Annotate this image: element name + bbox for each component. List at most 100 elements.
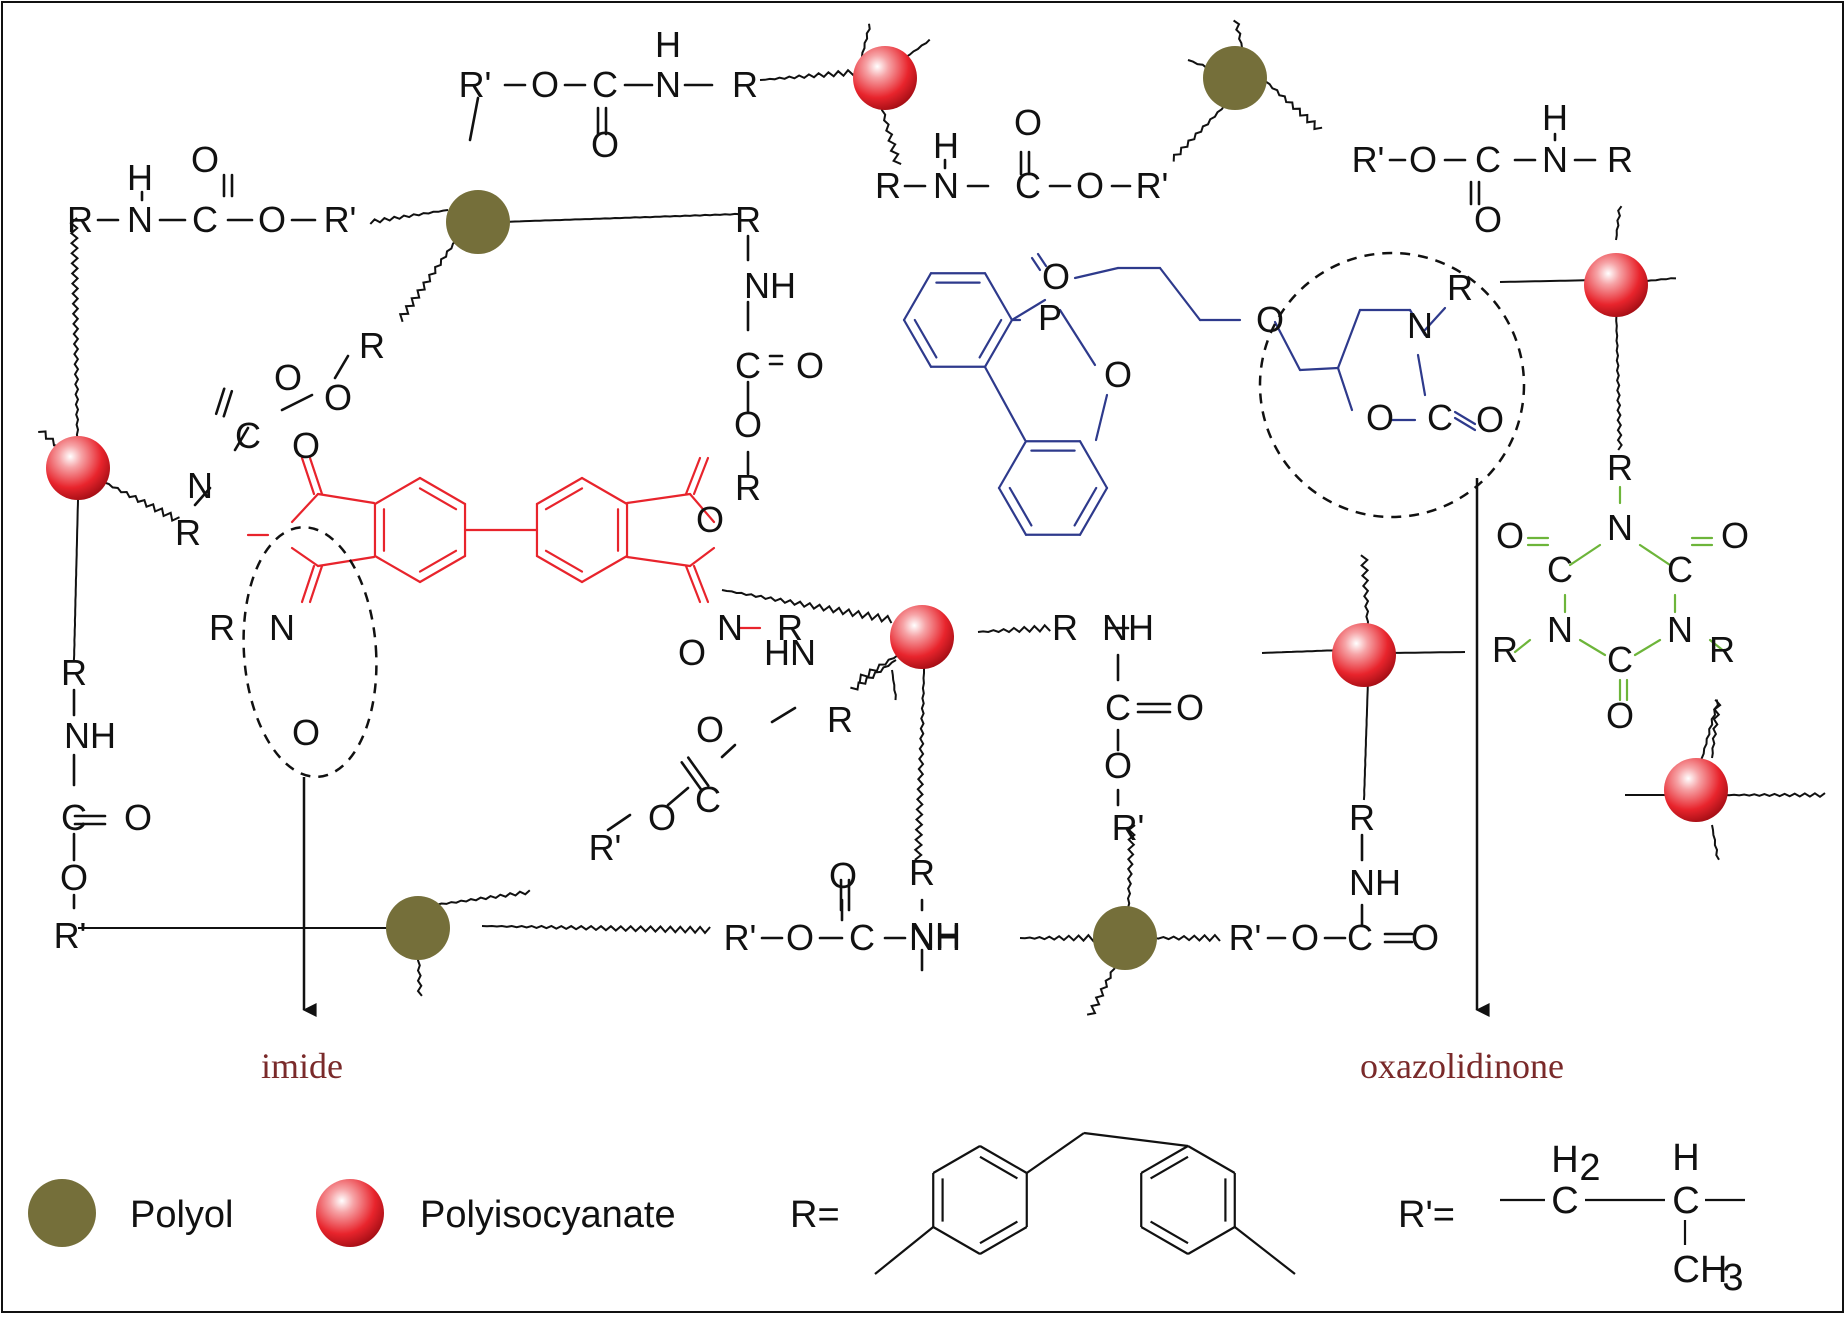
legend-bond xyxy=(932,1226,981,1255)
legend-bond xyxy=(1083,1131,1189,1148)
structure-bond xyxy=(535,476,584,506)
wavy-chain-link xyxy=(1718,792,1826,799)
structure-bond xyxy=(688,492,716,524)
double-bond-line xyxy=(686,756,710,787)
structure-bond xyxy=(688,546,716,568)
wavy-chain-link xyxy=(858,654,899,683)
structure-bond xyxy=(300,564,316,604)
legend-bond xyxy=(1150,1155,1189,1180)
bond-line xyxy=(233,426,250,452)
legend-bond xyxy=(1187,1226,1236,1255)
atom-label: R xyxy=(1492,629,1518,670)
atom-label: O xyxy=(829,855,857,896)
structure-bond xyxy=(1568,543,1602,567)
atom-label: O xyxy=(796,345,824,386)
legend-r-label: R= xyxy=(790,1194,840,1236)
wavy-chain-link xyxy=(481,924,711,935)
atom-label: C xyxy=(695,779,721,820)
atom-label: O xyxy=(124,797,152,838)
atom-label: O xyxy=(274,357,302,398)
atom-label: O xyxy=(1176,687,1204,728)
legend-bond xyxy=(979,1145,1028,1174)
wavy-chain-link xyxy=(913,668,925,861)
atom-label: O xyxy=(1409,139,1437,180)
wavy-chain-link xyxy=(1126,824,1136,919)
bond-line xyxy=(606,813,632,832)
atom-label: C xyxy=(61,797,87,838)
chemical-bonds xyxy=(72,83,1597,972)
legend-bond xyxy=(932,1145,981,1174)
atom-label: R xyxy=(1709,629,1735,670)
atom-label: O xyxy=(1076,165,1104,206)
structure-bond xyxy=(1638,543,1672,567)
atom-label: H xyxy=(127,157,153,198)
wavy-chain-link xyxy=(1086,959,1119,1016)
atom-label: R xyxy=(777,607,803,648)
atom-label: C xyxy=(1667,549,1693,590)
double-bond-line xyxy=(680,761,704,792)
atom-label: O xyxy=(1042,256,1070,297)
highlighted-structures xyxy=(246,252,1727,702)
atom-label: C xyxy=(1347,917,1373,958)
structure-bond xyxy=(913,318,938,359)
wavy-chain-link xyxy=(721,589,893,624)
atom-label: C xyxy=(1427,397,1453,438)
atom-label: O xyxy=(1291,917,1319,958)
structure-bond xyxy=(997,486,1028,536)
atom-label: R xyxy=(359,325,385,366)
structure-bond xyxy=(580,554,629,584)
atom-label: HN xyxy=(764,632,816,673)
structure-bond xyxy=(1078,486,1109,536)
atom-label: O xyxy=(292,425,320,466)
polyisocyanate-node xyxy=(46,436,110,500)
wavy-chain-link xyxy=(499,212,741,223)
atom-label: O xyxy=(1256,299,1284,340)
atom-label: R' xyxy=(459,64,492,105)
polyisocyanate-node xyxy=(890,605,954,669)
wavy-chain-link xyxy=(977,623,1051,634)
structure-bond xyxy=(1298,366,1340,372)
legend-polyol-icon xyxy=(28,1179,96,1247)
legend-carbon: C xyxy=(1672,1180,1699,1222)
structure-bond xyxy=(1453,416,1477,432)
legend-bond xyxy=(979,1220,1018,1245)
structure-bond xyxy=(1036,252,1048,268)
wavy-chain-link xyxy=(1360,554,1370,633)
wavy-chain-link xyxy=(1499,279,1601,283)
legend-bond xyxy=(979,1226,1028,1255)
atom-label: O xyxy=(591,124,619,165)
wavy-chain-link xyxy=(1711,824,1720,861)
structure-bond xyxy=(1094,393,1109,442)
atom-label: C xyxy=(192,199,218,240)
structure-bond xyxy=(1416,353,1427,397)
atom-label: R xyxy=(735,199,761,240)
structure-bond xyxy=(418,554,467,584)
polyol-node xyxy=(1203,46,1267,110)
network-nodes xyxy=(46,46,1728,970)
imide-caption: imide xyxy=(261,1046,343,1086)
atom-label: O xyxy=(678,632,706,673)
structure-bond xyxy=(1273,320,1302,372)
structure-bond xyxy=(544,549,584,573)
wavy-chain-link xyxy=(1389,651,1466,654)
wavy-chain-link xyxy=(369,209,449,225)
atom-label: O xyxy=(60,857,88,898)
atom-label: N xyxy=(187,465,213,506)
atom-label: R xyxy=(732,64,758,105)
atom-label: R xyxy=(175,512,201,553)
structure-bond xyxy=(1030,256,1042,272)
structure-bond xyxy=(902,272,933,322)
wavy-chain-link xyxy=(398,231,463,323)
structure-bond xyxy=(1423,306,1447,332)
atom-label: O xyxy=(1104,745,1132,786)
double-bond-line xyxy=(214,387,226,416)
structure-bond xyxy=(290,546,320,568)
wavy-chain-link xyxy=(99,479,180,523)
highlight-markers xyxy=(242,251,1526,1017)
wavy-chain-link xyxy=(1362,679,1369,801)
wavy-chain-link xyxy=(891,669,897,701)
atom-label: R xyxy=(827,699,853,740)
legend-bond xyxy=(874,1226,934,1275)
structure-bond xyxy=(1578,638,1607,657)
